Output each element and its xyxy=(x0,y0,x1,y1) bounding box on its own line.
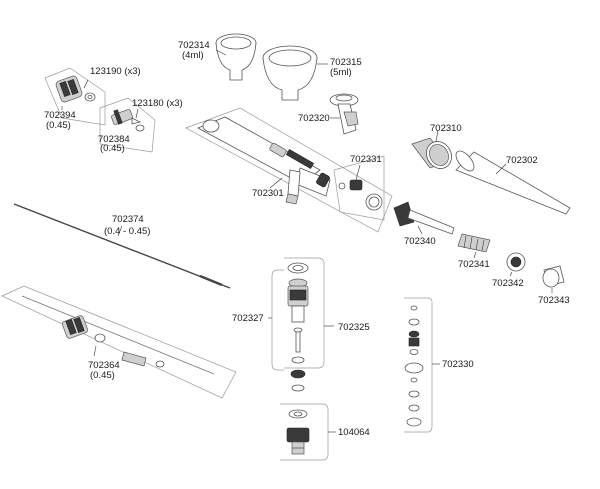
label-702394: 702394 xyxy=(44,110,76,121)
label-702374: 702374 xyxy=(112,214,144,225)
label-702327: 702327 xyxy=(232,313,264,324)
handle-702302 xyxy=(455,150,571,215)
spring-guide-702342 xyxy=(506,252,526,272)
label-702314: 702314 xyxy=(178,40,210,51)
valve-parts-702331 xyxy=(333,155,385,221)
label-702364-size: (0.45) xyxy=(90,370,115,381)
label-123190: 123190 (x3) xyxy=(90,66,141,77)
label-702343: 702343 xyxy=(538,295,570,306)
label-702340: 702340 xyxy=(404,236,436,247)
trigger-702320 xyxy=(329,93,359,135)
label-702320: 702320 xyxy=(298,113,330,124)
label-702341: 702341 xyxy=(458,259,490,270)
label-702315: 702315 xyxy=(330,57,362,68)
spring-702341 xyxy=(457,233,491,253)
label-702384-size: (0.45) xyxy=(100,143,125,154)
label-104064: 104064 xyxy=(338,427,370,438)
label-702342: 702342 xyxy=(492,278,524,289)
hose-adapter-104064 xyxy=(280,403,329,461)
nozzle-702394 xyxy=(44,67,106,126)
needle-702374 xyxy=(13,203,231,289)
airbrush-body xyxy=(185,107,393,233)
label-702302: 702302 xyxy=(506,155,538,166)
color-cup-4ml xyxy=(215,33,257,81)
chucking-guide-702340 xyxy=(393,201,455,235)
nozzle-702384 xyxy=(99,97,156,153)
label-702364: 702364 xyxy=(88,360,120,371)
label-702330: 702330 xyxy=(442,359,474,370)
needle-chucking-nut-702310 xyxy=(411,137,452,169)
air-valve-702343 xyxy=(542,265,565,288)
label-702394-size: (0.45) xyxy=(46,120,71,131)
label-702310: 702310 xyxy=(430,123,462,134)
label-702314-capacity: (4ml) xyxy=(182,50,204,61)
label-702315-capacity: (5ml) xyxy=(330,67,352,78)
label-702325: 702325 xyxy=(338,322,370,333)
color-cup-5ml xyxy=(262,45,318,101)
label-702384: 702384 xyxy=(98,134,130,145)
label-702374-range: (0.4 - 0.45) xyxy=(104,226,150,237)
label-702301: 702301 xyxy=(252,188,284,199)
label-123180: 123180 (x3) xyxy=(132,98,183,109)
air-valve-assembly-702325 xyxy=(271,257,325,392)
nozzle-kit-702364 xyxy=(1,285,237,399)
label-702331: 702331 xyxy=(350,154,382,165)
seal-kit-702330 xyxy=(404,297,433,433)
